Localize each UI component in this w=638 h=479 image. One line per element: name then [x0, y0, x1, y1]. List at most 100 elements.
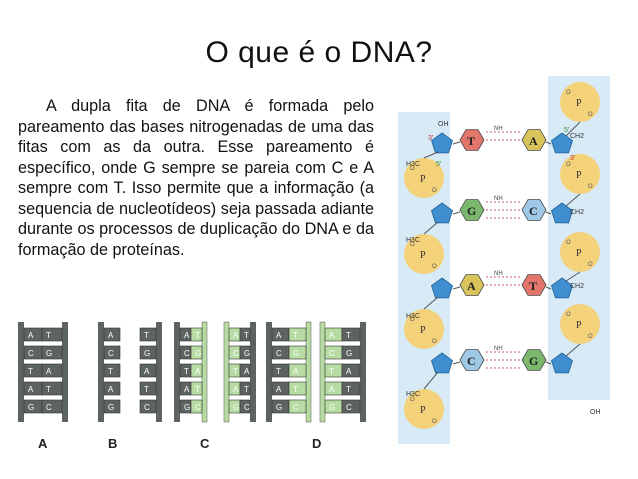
left-glyco-4 — [452, 361, 461, 365]
panel-c-rung-old-left-base: A — [184, 331, 190, 340]
panel-d-rung-3-base: C — [329, 349, 335, 358]
panel-c-rung-new-left-base: T — [195, 385, 200, 394]
left-phosphate-2-o1: O — [410, 242, 415, 248]
strand-end-left-5: 5' — [436, 161, 441, 168]
panel-d-rung-1-base: A — [276, 385, 282, 394]
right-phosphate-4 — [560, 304, 600, 344]
panel-c-rung-new-left — [190, 399, 203, 414]
panel-b-rung-left — [103, 327, 121, 342]
panel-b-rung-left-base: C — [108, 349, 114, 358]
right-phosphate-2-p: P — [576, 170, 582, 181]
amine-label-3: NH — [494, 271, 503, 277]
panel-b-rung-left-base: A — [108, 385, 114, 394]
panel-d-rung-4-base: T — [346, 385, 351, 394]
left-glyco-3 — [452, 286, 461, 290]
panel-d-rung-4-base: T — [346, 331, 351, 340]
panel-c-rung-old-right — [239, 327, 251, 342]
methyl-label-4: H3C — [406, 391, 420, 398]
panel-c-rung-old-left-base: C — [184, 349, 190, 358]
strand-end-top-right: 5' — [564, 127, 569, 134]
left-phosphate-1-p: P — [420, 174, 426, 185]
panel-c-rung-old-left-base: T — [184, 367, 189, 376]
right-base-letter-1: A — [529, 134, 538, 148]
methyl-label-1: H3C — [406, 161, 420, 168]
panel-a-rung-right — [41, 327, 63, 342]
right-phosphate-3-o1: O — [566, 240, 571, 246]
left-phosphate-4-o2: O — [432, 419, 437, 425]
methylene-label-3: CH2 — [570, 283, 584, 290]
left-link-4 — [423, 371, 439, 390]
panel-a-rung-right — [41, 381, 63, 396]
panel-d-rung-3-base: A — [329, 385, 335, 394]
left-sugar-1 — [431, 132, 453, 154]
left-base-letter-1: T — [467, 134, 475, 148]
panel-d-rung-4 — [341, 363, 361, 378]
panel-d-rung-1-base: C — [276, 349, 282, 358]
hydroxyl-label-bottom: OH — [590, 409, 601, 416]
right-base-ring-3 — [521, 274, 547, 296]
panel-b-rung-left — [103, 345, 121, 360]
left-phosphate-4 — [404, 389, 444, 429]
right-glyco-4 — [545, 361, 552, 365]
left-link-3 — [423, 296, 439, 310]
panel-c-rung-old-right-base: C — [244, 403, 250, 412]
left-phosphate-3-o2: O — [432, 339, 437, 345]
left-link-2 — [423, 221, 439, 235]
left-base-letter-3: A — [467, 279, 476, 293]
panel-d-rung-2-base: G — [293, 349, 299, 358]
panel-a-rung-right — [41, 363, 63, 378]
panel-a-strand-right — [62, 322, 68, 422]
panel-a-rung-left-base: A — [28, 385, 34, 394]
panel-c-strand-left — [174, 322, 180, 422]
panel-label-c: C — [200, 436, 210, 451]
panel-a-rung-right-base: T — [46, 385, 51, 394]
right-phosphate-2-o2: O — [588, 184, 593, 190]
right-base-letter-3: T — [529, 279, 537, 293]
panel-c-rung-new-left — [190, 381, 203, 396]
panel-c-rung-new-left — [190, 363, 203, 378]
panel-d-rung-1-base: G — [276, 403, 282, 412]
amine-label-4: NH — [494, 346, 503, 352]
right-base-letter-2: C — [529, 204, 538, 218]
right-glyco-2 — [545, 211, 552, 215]
panel-d-rung-1-base: A — [276, 331, 282, 340]
panel-d-rung-4 — [341, 327, 361, 342]
panel-c-rung-old-right — [239, 399, 251, 414]
panel-c-rung-old-right — [239, 363, 251, 378]
panel-c-rung-new-right-base: G — [233, 403, 239, 412]
page-title: O que é o DNA? — [205, 36, 433, 69]
panel-d-rung-4 — [341, 399, 361, 414]
amine-label-1: NH — [494, 126, 503, 132]
panel-d-strand-4 — [360, 322, 366, 422]
panel-d-rung-2 — [288, 327, 307, 342]
right-link-3 — [565, 271, 581, 282]
methylene-label-2: CH2 — [570, 209, 584, 216]
panel-b-rung-right-base: A — [144, 367, 150, 376]
right-sugar-4 — [551, 352, 573, 374]
panel-c-rung-new-left — [190, 345, 203, 360]
left-phosphate-1-o2: O — [432, 188, 437, 194]
panel-c-rung-new-left — [190, 327, 203, 342]
panel-d-rung-4-base: G — [346, 349, 352, 358]
panel-d-rung-2-base: T — [293, 331, 298, 340]
panel-c-rung-old-right-base: T — [244, 331, 249, 340]
panel-a-rung-left-base: G — [28, 403, 34, 412]
right-base-ring-1 — [521, 129, 547, 151]
panel-d-rung-4-base: A — [346, 367, 352, 376]
right-glyco-1 — [545, 141, 552, 145]
panel-d-rung-4 — [341, 381, 361, 396]
right-phosphate-4-o2: O — [588, 334, 593, 340]
panel-b-rung-left-base: A — [108, 331, 114, 340]
right-phosphate-1-o1: O — [566, 90, 571, 96]
right-phosphate-3-p: P — [576, 248, 582, 259]
left-phosphate-4-p: P — [420, 405, 426, 416]
left-glyco-2 — [452, 211, 461, 215]
amine-label-2: NH — [494, 196, 503, 202]
right-phosphate-4-o1: O — [566, 312, 571, 318]
panel-d-rung-1-base: T — [276, 367, 281, 376]
left-sugar-3 — [431, 277, 453, 299]
right-sugar-2 — [551, 202, 573, 224]
panel-d-rung-4 — [341, 345, 361, 360]
right-base-ring-4 — [521, 349, 547, 371]
